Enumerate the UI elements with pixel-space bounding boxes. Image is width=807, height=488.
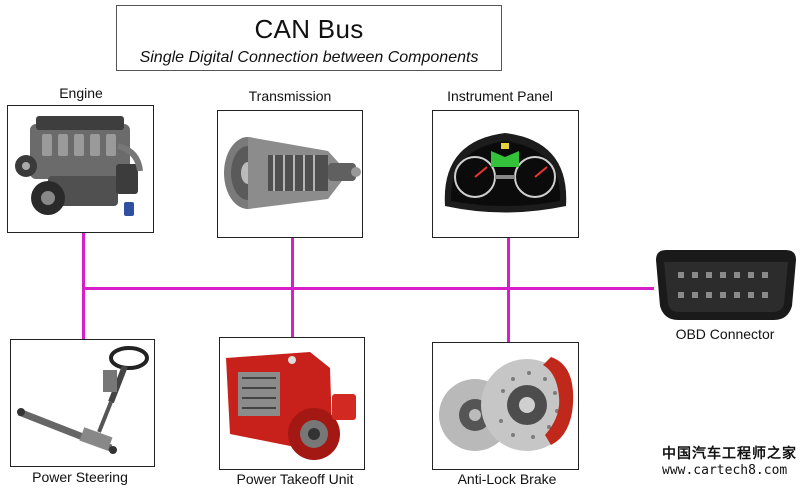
label-power-takeoff: Power Takeoff Unit — [236, 471, 354, 487]
label-power-steering: Power Steering — [32, 469, 128, 485]
steering-column-icon — [11, 340, 154, 466]
label-obd-connector: OBD Connector — [675, 326, 775, 342]
power-takeoff-icon — [220, 338, 364, 469]
label-engine: Engine — [59, 85, 103, 101]
transmission-icon — [218, 111, 362, 237]
bus-drop-engine — [82, 232, 85, 340]
bus-drop-instrument-panel — [507, 237, 510, 342]
brake-disc-icon — [433, 343, 578, 469]
power-takeoff-box — [219, 337, 365, 470]
obd-connector-icon — [656, 250, 796, 320]
anti-lock-brake-box — [432, 342, 579, 470]
watermark-url: www.cartech8.com — [662, 463, 788, 478]
instrument-panel-box — [432, 110, 579, 238]
power-steering-box — [10, 339, 155, 467]
instrument-panel-icon — [433, 111, 578, 237]
can-bus-main-line — [84, 287, 654, 290]
transmission-box — [217, 110, 363, 238]
label-transmission: Transmission — [248, 88, 332, 104]
label-anti-lock-brake: Anti-Lock Brake — [457, 471, 557, 487]
engine-box — [7, 105, 154, 233]
engine-icon — [8, 106, 153, 232]
diagram-title: CAN Bus — [254, 14, 364, 44]
label-instrument-panel: Instrument Panel — [447, 88, 553, 104]
bus-drop-transmission — [291, 237, 294, 337]
obd-connector-image — [652, 246, 800, 324]
diagram-subtitle: Single Digital Connection between Compon… — [139, 49, 479, 66]
watermark-chinese: 中国汽车工程师之家 — [662, 445, 797, 461]
diagram-title-box: CAN Bus Single Digital Connection betwee… — [116, 5, 502, 71]
